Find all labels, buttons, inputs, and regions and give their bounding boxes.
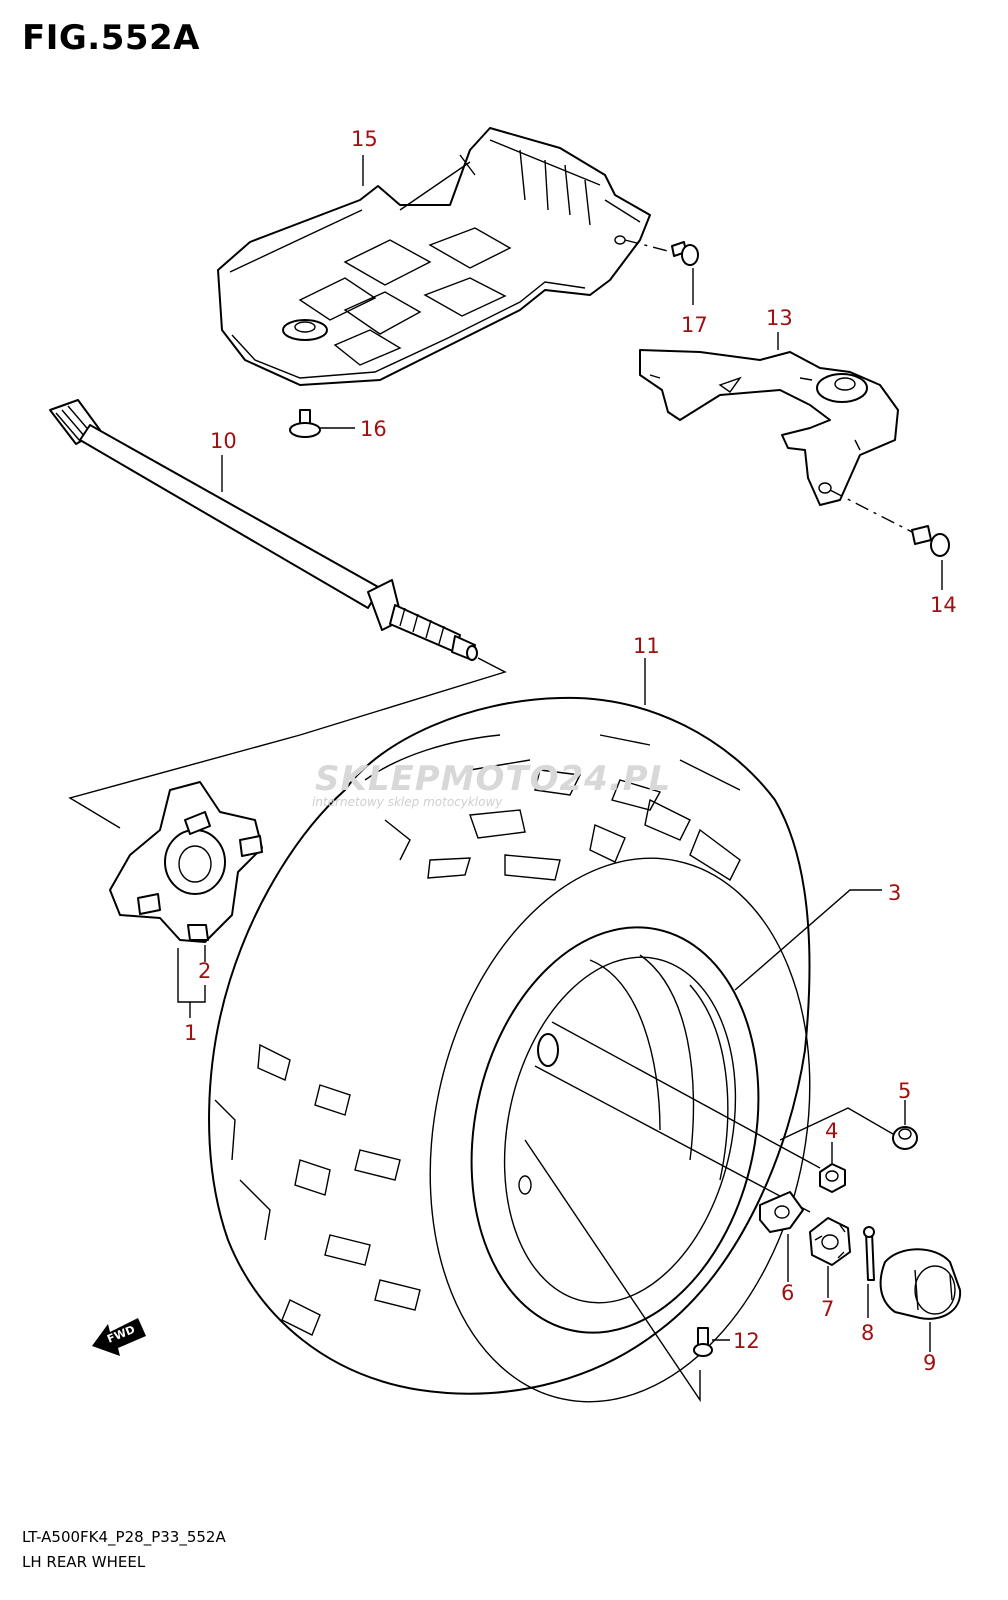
- callout-8: 8: [861, 1321, 874, 1345]
- callout-5: 5: [898, 1079, 911, 1103]
- callout-1: 1: [184, 1021, 197, 1045]
- callout-13: 13: [766, 306, 793, 330]
- hub-cap-9-part: [879, 1248, 962, 1320]
- washer-6-part: [759, 1191, 804, 1233]
- callout-12: 12: [733, 1329, 760, 1353]
- callout-3: 3: [888, 881, 901, 905]
- callout-labels: 15 17 13 16 10 14 11 3 2 1 5 4 6 7 8 9 1…: [184, 127, 957, 1375]
- callout-7: 7: [821, 1297, 834, 1321]
- svg-text:internetowy sklep motocyklowy: internetowy sklep motocyklowy: [312, 795, 503, 809]
- callout-6: 6: [781, 1281, 794, 1305]
- forward-arrow-icon: FWD: [92, 1318, 146, 1356]
- figure-caption: LH REAR WHEEL: [22, 1553, 146, 1571]
- callout-14: 14: [930, 593, 957, 617]
- rear-tire-part: [208, 696, 811, 1403]
- bolt-17-part: [671, 241, 699, 266]
- callout-15: 15: [351, 127, 378, 151]
- valve-12-part: [693, 1327, 713, 1357]
- model-code: LT-A500FK4_P28_P33_552A: [22, 1528, 226, 1547]
- rear-axle-part: [49, 399, 478, 661]
- cap-nut-5-part: [892, 1126, 918, 1150]
- svg-text:SKLEPMOTO24.PL: SKLEPMOTO24.PL: [315, 759, 671, 799]
- callout-4: 4: [825, 1119, 838, 1143]
- bolt-16-part: [289, 409, 321, 438]
- bolt-14-part: [911, 525, 950, 557]
- callout-11: 11: [633, 634, 660, 658]
- callout-10: 10: [210, 429, 237, 453]
- callout-16: 16: [360, 417, 387, 441]
- callout-9: 9: [923, 1351, 936, 1375]
- cotter-pin-8-part: [863, 1226, 875, 1281]
- castle-nut-7-part: [809, 1217, 851, 1266]
- watermark-logo: SKLEPMOTO24.PL internetowy sklep motocyk…: [312, 759, 671, 809]
- callout-17: 17: [681, 313, 708, 337]
- callout-2: 2: [198, 959, 211, 983]
- figure-title: FIG.552A: [22, 18, 200, 58]
- wheel-hub-part: [109, 781, 263, 943]
- nut-4-part: [819, 1163, 846, 1193]
- bracket-part: [639, 349, 899, 506]
- skid-plate-part: [217, 127, 651, 386]
